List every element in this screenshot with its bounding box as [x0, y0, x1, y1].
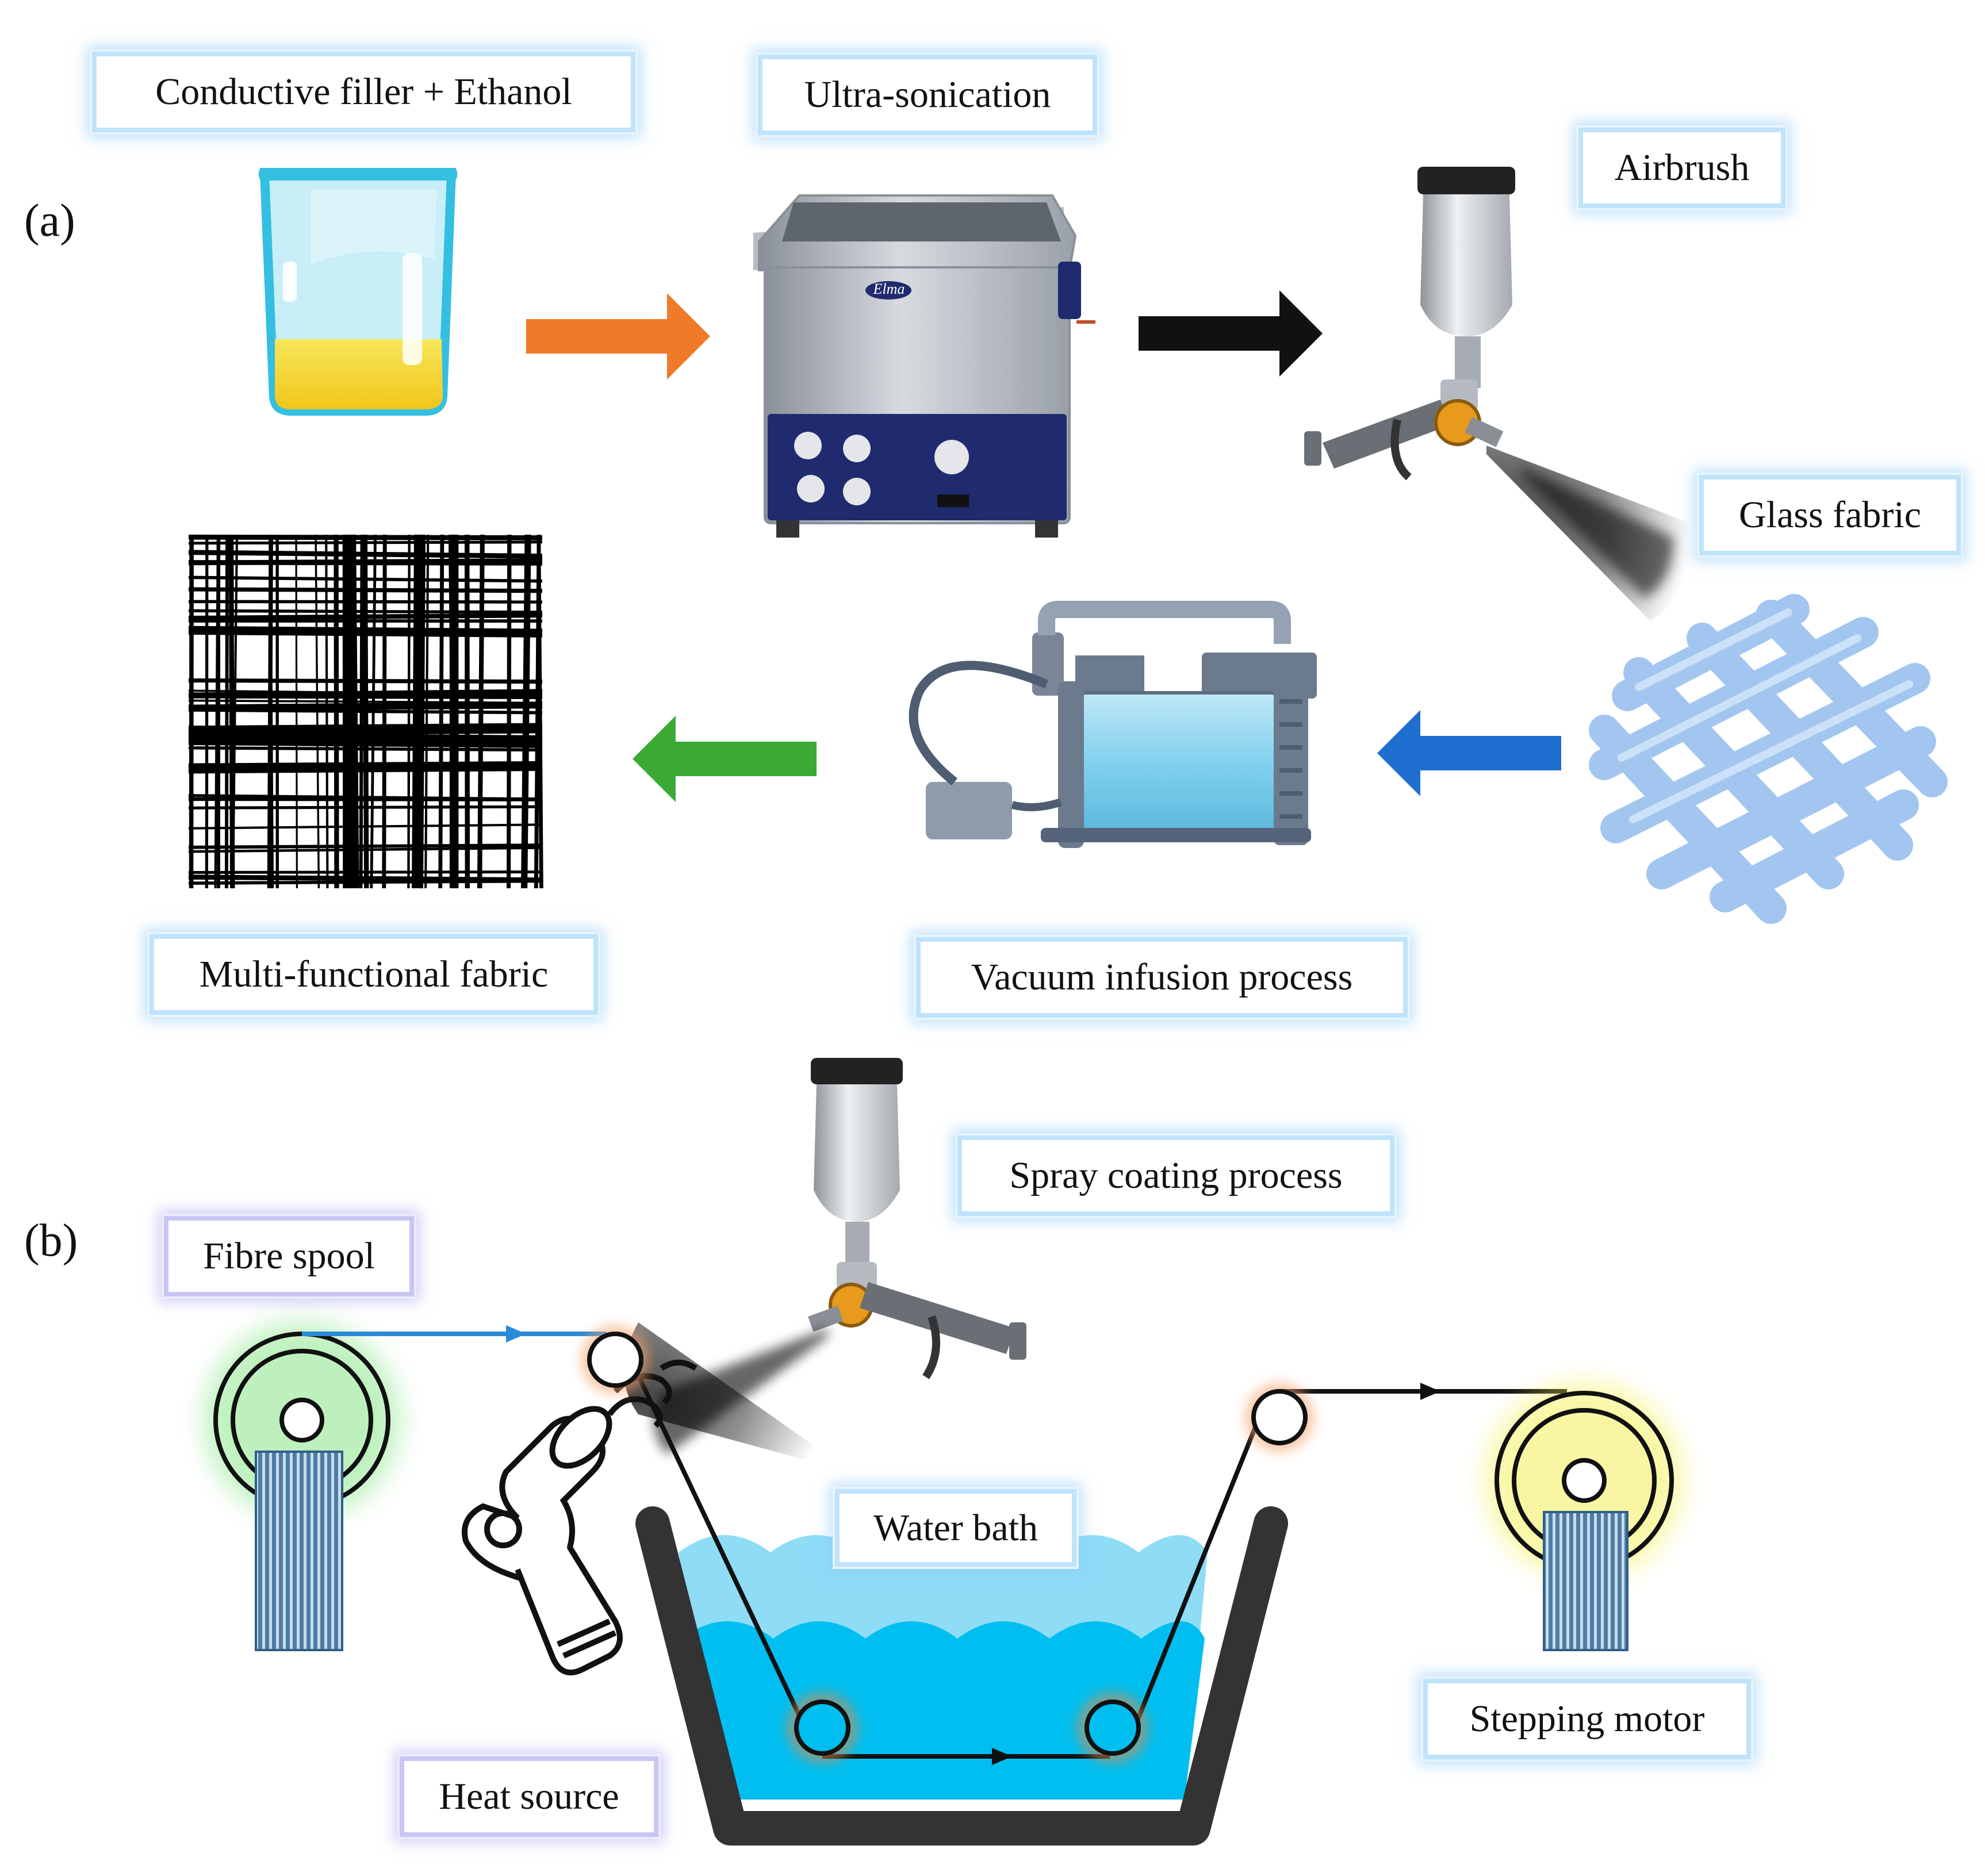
panel-label-b: (b): [24, 1215, 78, 1266]
spray-plume-icon: [1486, 446, 1692, 621]
label-glass-fabric: Glass fabric: [1699, 475, 1961, 555]
label-conductive-filler: Conductive filler + Ethanol: [92, 52, 635, 132]
spray-plume-b-icon: [624, 1322, 831, 1466]
roller-3-icon: [1077, 1692, 1148, 1763]
arrow-4-icon: [633, 716, 817, 802]
label-ultrasonication: Ultra-sonication: [758, 55, 1097, 135]
airbrush-icon: [1304, 167, 1515, 481]
fibre-spool-icon: [204, 1322, 400, 1651]
ultrasonic-bath-icon: [753, 194, 1095, 538]
glass-fabric-icon: [1589, 594, 1948, 924]
arrow-1-icon: [526, 293, 710, 379]
device-brand-logo: Elma: [873, 281, 905, 297]
label-multifunctional-fabric: Multi-functional fabric: [150, 934, 598, 1015]
incoming-fibre-arrow-icon: [506, 1325, 526, 1342]
airbrush-b-icon: [808, 1058, 1026, 1379]
water-bath-icon: [635, 1506, 1288, 1846]
fibre-arrow-out-icon: [1420, 1383, 1440, 1400]
roller-4-icon: [1245, 1383, 1314, 1452]
vacuum-pump-icon: [909, 601, 1317, 848]
arrow-3-icon: [1377, 710, 1561, 796]
label-spray-coating: Spray coating process: [957, 1135, 1394, 1216]
fibre-arrow-bath-icon: [992, 1748, 1012, 1765]
stepping-motor-icon: [1486, 1383, 1682, 1651]
roller-2-icon: [787, 1692, 858, 1763]
label-heat-source: Heat source: [400, 1756, 658, 1837]
roller-1-icon: [581, 1325, 650, 1394]
label-fibre-spool: Fibre spool: [164, 1216, 414, 1296]
label-water-bath: Water bath: [835, 1489, 1076, 1567]
heat-source-icon: [462, 1354, 698, 1675]
label-airbrush: Airbrush: [1578, 128, 1785, 208]
beaker-icon: [259, 168, 457, 416]
multifunctional-fabric-icon: [188, 534, 543, 889]
arrow-2-icon: [1139, 290, 1323, 377]
label-stepping-motor: Stepping motor: [1423, 1679, 1751, 1759]
label-vacuum-infusion: Vacuum infusion process: [916, 937, 1408, 1018]
panel-label-a: (a): [24, 195, 75, 246]
